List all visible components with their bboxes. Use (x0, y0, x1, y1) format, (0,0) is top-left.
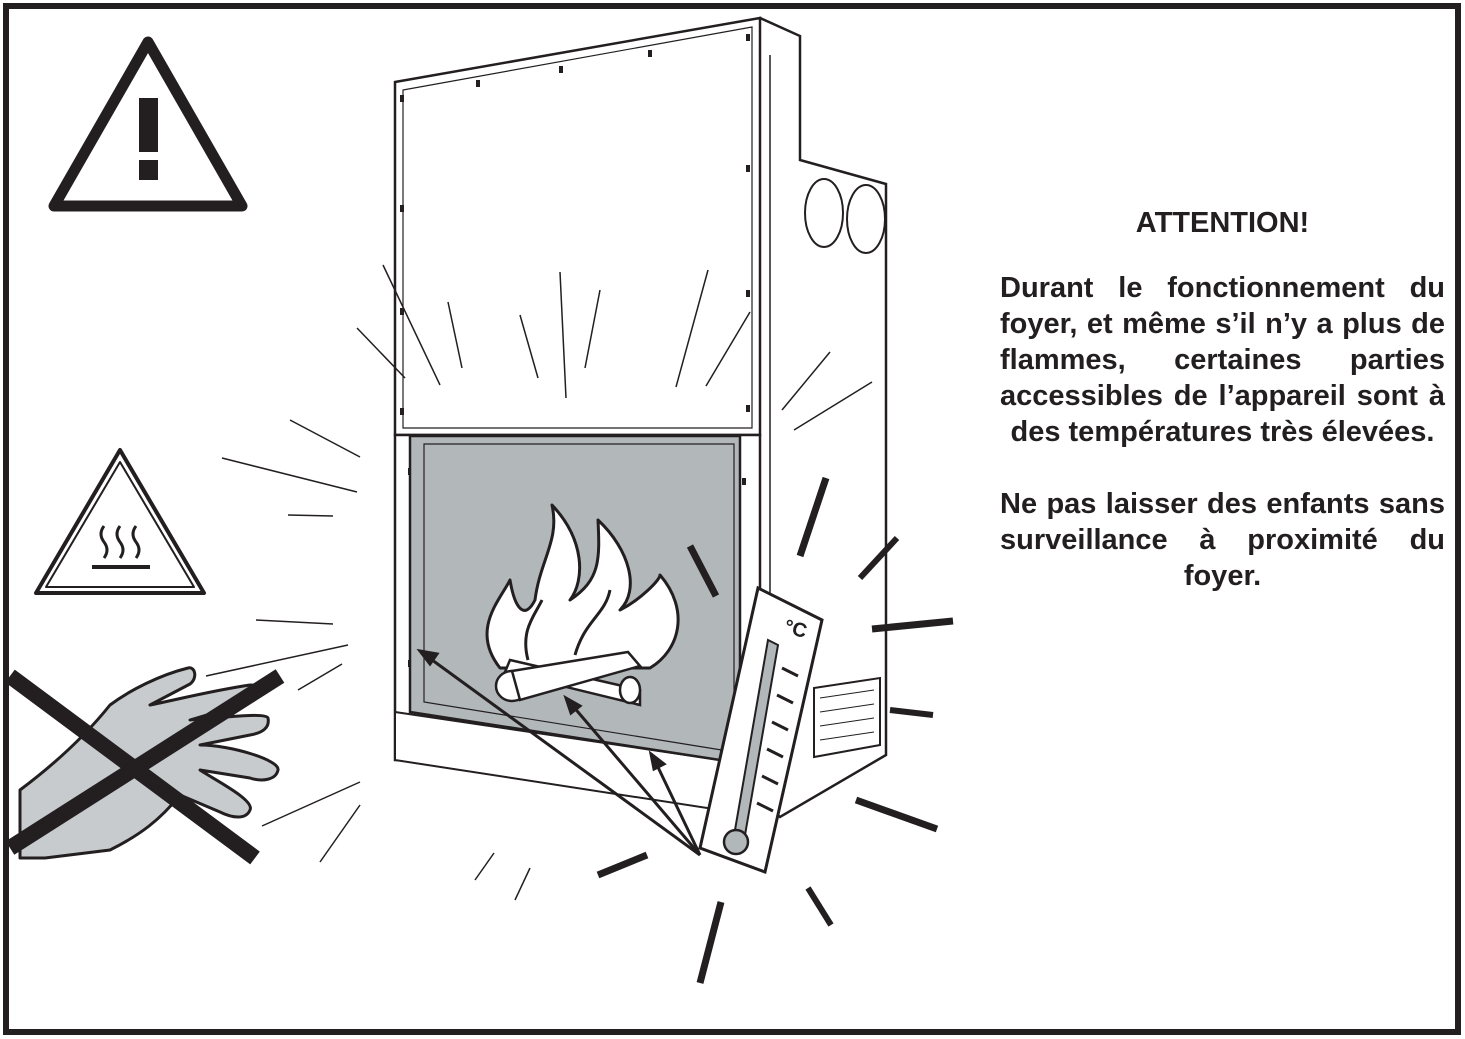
notice-paragraph-children: Ne pas laisser des enfants sans surveill… (1000, 488, 1445, 592)
crossed-hand-icon (5, 666, 285, 865)
fire-icon (485, 503, 680, 670)
hot-surface-icon (34, 448, 206, 595)
notice-paragraph-hot-parts: Durant le fonctionnement du foyer, et mê… (1000, 272, 1445, 448)
warning-icon (48, 36, 248, 212)
logs-icon (494, 650, 643, 707)
warning-notice: ATTENTION! Durant le fonctionnement du f… (1000, 205, 1445, 594)
thermometer-icon: °C (698, 585, 824, 874)
notice-title: ATTENTION! (1135, 207, 1310, 239)
arrows-to-hot-surfaces (416, 648, 702, 857)
heat-rays (205, 264, 954, 984)
